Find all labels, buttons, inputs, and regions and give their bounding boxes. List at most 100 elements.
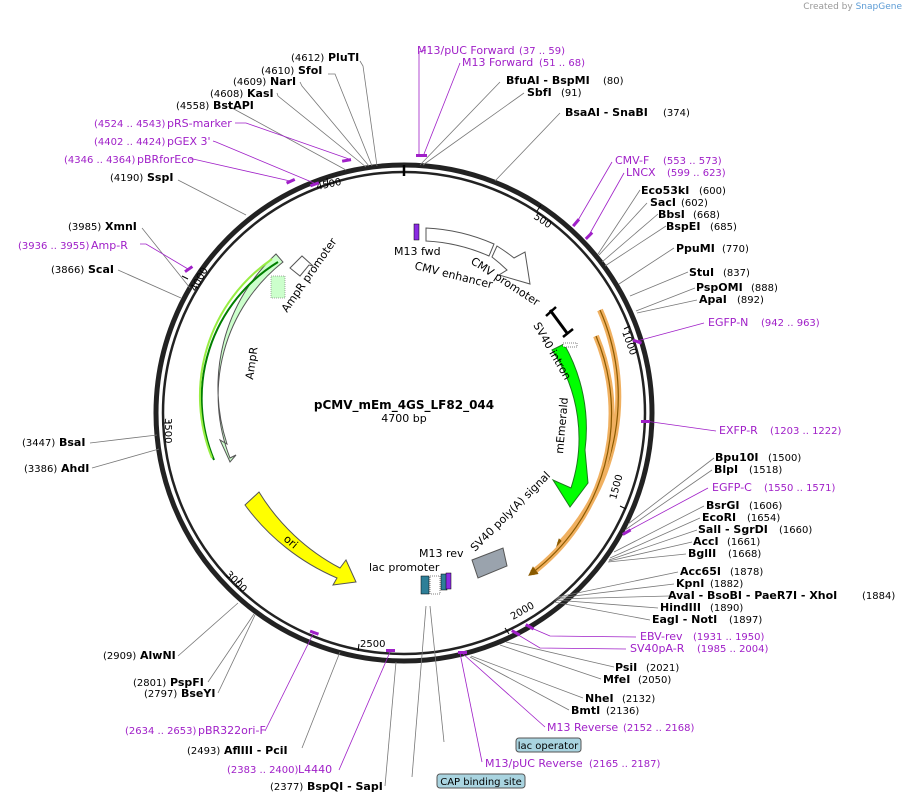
enzyme-bspei: BspEI (666, 220, 700, 233)
enzyme-nhei: NheI (585, 692, 614, 705)
sv40-intron-bar (548, 309, 569, 334)
lac-operator-leader (429, 605, 445, 743)
primer-sv40pa-r: SV40pA-R (630, 642, 685, 655)
enzyme-leaders (89, 60, 715, 787)
label-ampr-promoter: AmpR promoter (279, 235, 340, 314)
enzyme-eagi-noti: EagI - NotI (652, 613, 717, 626)
lac-promoter-site (420, 575, 430, 595)
enzyme-bglii: BglII (688, 547, 716, 560)
snapgene-credit: Created by SnapGene (803, 2, 902, 12)
pos-kpni: (1882) (710, 579, 743, 590)
enzyme-bseyi: BseYI (181, 687, 215, 700)
pos-bbsi: (668) (693, 210, 720, 221)
pos-scai: (3866) (51, 265, 84, 276)
primer-pos: (2383 .. 2400) (227, 765, 299, 776)
enzyme-stui: StuI (689, 266, 714, 279)
memerald-arrow (551, 343, 589, 508)
enzyme-kasi: KasI (247, 87, 274, 100)
cap-site-label: CAP binding site (440, 777, 522, 788)
pos-sfoi: (4610) (261, 66, 294, 77)
pos-bpu10i: (1500) (768, 453, 801, 464)
primer-pos: (942 .. 963) (761, 318, 820, 329)
tick-4500: 4500 (315, 177, 342, 193)
enzyme-scai: ScaI (88, 263, 114, 276)
pos-xmni: (3985) (68, 222, 101, 233)
enzyme-bstapi: BstAPI (213, 99, 254, 112)
enzyme-bsrgi: BsrGI (706, 499, 739, 512)
primer-amp-r: Amp-R (91, 239, 128, 252)
tick-3500: 3500 (162, 418, 173, 443)
enzyme-sali-sgrdi: SalI - SgrDI (698, 523, 768, 536)
m13-fwd-site (413, 223, 420, 241)
primer-labels: M13/pUC Forward(37 .. 59) M13 Forward(51… (18, 44, 842, 776)
enzyme-pspfi: PspFI (170, 676, 204, 689)
pos-bstapi: (4558) (176, 101, 209, 112)
pos-psii: (2021) (646, 663, 679, 674)
pos-pspfi: (2801) (133, 678, 166, 689)
primer-pos: (599 .. 623) (667, 168, 726, 179)
enzyme-pspomi: PspOMI (696, 281, 743, 294)
pos-bsai: (3447) (22, 438, 55, 449)
enzyme-alwni: AlwNI (140, 649, 176, 662)
primer-pos: (553 .. 573) (663, 156, 722, 167)
enzyme-bsai: BsaI (59, 436, 85, 449)
enzyme-pluti: PluTI (328, 51, 359, 64)
label-sv40-polya: SV40 poly(A) signal (468, 469, 553, 554)
primer-egfp-c: EGFP-C (712, 481, 752, 494)
pos-avai: (1884) (862, 591, 895, 602)
primer-m13-puc-reverse: M13/pUC Reverse (485, 757, 583, 770)
enzyme-bbsi: BbsI (658, 208, 685, 221)
tick-2000: 2000 (509, 600, 537, 622)
primer-leaders (140, 49, 717, 771)
primer-pbr322ori-f: pBR322ori-F (198, 724, 266, 737)
features (198, 223, 622, 595)
primer-pos: (1550 .. 1571) (764, 483, 836, 494)
pos-pluti: (4612) (291, 53, 324, 64)
enzyme-labels-right: BfuAI - BspMI(80) SbfI(91) BsaAI - SnaBI… (506, 74, 895, 717)
primer-ebv-rev: EBV-rev (640, 630, 683, 643)
cap-site-leader (411, 605, 427, 778)
primer-prs-marker: pRS-marker (167, 117, 232, 130)
pos-bspei: (685) (710, 222, 737, 233)
enzyme-bspqi-sapi: BspQI - SapI (307, 780, 383, 793)
pos-apai: (892) (737, 295, 764, 306)
enzyme-mfei: MfeI (603, 673, 630, 686)
enzyme-hindiii: HindIII (660, 601, 701, 614)
pos-mfei: (2050) (638, 675, 671, 686)
enzyme-avai-group: AvaI - BsoBI - PaeR7I - XhoI (668, 589, 837, 602)
enzyme-xmni: XmnI (105, 220, 137, 233)
primer-pgex-3: pGEX 3' (167, 135, 211, 148)
primer-l4440: L4440 (298, 763, 332, 776)
ampr-orf-arc (200, 261, 279, 461)
enzyme-blpi: BlpI (714, 463, 738, 476)
primer-pos: (2165 .. 2187) (589, 759, 661, 770)
pos-acci: (1661) (727, 537, 760, 548)
credit-prefix: Created by (803, 2, 853, 12)
pos-bspqi: (2377) (270, 782, 303, 793)
pos-eagi: (1897) (729, 615, 762, 626)
m13-rev-site (445, 572, 452, 590)
primer-pos: (2634 .. 2653) (125, 726, 197, 737)
plasmid-size: 4700 bp (381, 412, 426, 425)
tick-3000: 3000 (223, 569, 249, 595)
enzyme-bsaai-snabi: BsaAI - SnaBI (565, 106, 648, 119)
pos-eco53ki: (600) (699, 186, 726, 197)
pos-sspi: (4190) (110, 173, 143, 184)
primer-pos: (1931 .. 1950) (693, 632, 765, 643)
pos-afliii: (2493) (187, 746, 220, 757)
pos-bsrgi: (1606) (749, 501, 782, 512)
pos-blpi: (1518) (749, 465, 782, 476)
primer-pos: (1985 .. 2004) (697, 644, 769, 655)
tick-2500: 2500 (360, 639, 385, 650)
label-lac-promoter: lac promoter (369, 561, 440, 574)
label-m13-fwd: M13 fwd (394, 245, 441, 258)
enzyme-ppumi: PpuMI (676, 242, 715, 255)
enzyme-bpu10i: Bpu10I (715, 451, 759, 464)
plasmid-name: pCMV_mEm_4GS_LF82_044 (314, 398, 494, 413)
enzyme-apai: ApaI (699, 293, 727, 306)
pos-sbfi: (91) (561, 88, 582, 99)
primer-m13-reverse: M13 Reverse (547, 721, 618, 734)
primer-lncx: LNCX (626, 166, 656, 179)
pos-acc65i: (1878) (730, 567, 763, 578)
pos-kasi: (4608) (210, 89, 243, 100)
